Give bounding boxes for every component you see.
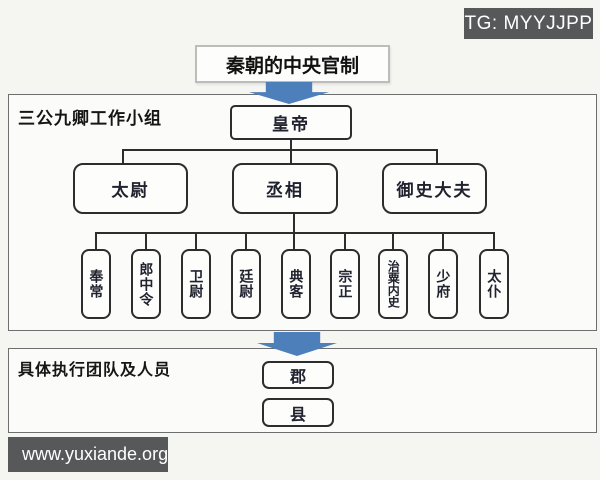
node-fengchang: 奉常	[81, 249, 111, 319]
connector-line	[344, 232, 346, 250]
connector-line	[493, 232, 495, 250]
node-yushidafu: 御史大夫	[382, 163, 487, 214]
connector-line	[245, 232, 247, 250]
node-zhisuneishi: 治粟内史	[378, 249, 408, 319]
node-taipu: 太仆	[479, 249, 509, 319]
connector-line	[392, 232, 394, 250]
node-jun: 郡	[262, 361, 334, 389]
node-taiwei: 太尉	[73, 163, 188, 214]
node-xian: 县	[262, 398, 334, 427]
node-emperor: 皇帝	[230, 105, 352, 140]
connector-line	[122, 149, 438, 151]
connector-line	[95, 232, 97, 250]
node-dianke: 典客	[281, 249, 311, 319]
connector-line	[145, 232, 147, 250]
chart-title: 秦朝的中央官制	[195, 45, 390, 83]
connector-line	[290, 149, 292, 164]
connector-line	[95, 232, 495, 234]
connector-line	[195, 232, 197, 250]
watermark-top-badge: TG: MYYJJPP	[464, 8, 593, 39]
connector-line	[442, 232, 444, 250]
node-langzhongling: 郎中令	[131, 249, 161, 319]
connector-line	[290, 140, 292, 150]
node-shaofu: 少府	[428, 249, 458, 319]
watermark-bottom-badge: www.yuxiande.org	[8, 437, 168, 472]
connector-line	[122, 149, 124, 164]
section-central-label: 三公九卿工作小组	[18, 109, 162, 128]
node-chengxiang: 丞相	[232, 163, 338, 214]
node-weiwei: 卫尉	[181, 249, 211, 319]
node-tingwei: 廷尉	[231, 249, 261, 319]
connector-line	[436, 149, 438, 164]
node-zongzheng: 宗正	[330, 249, 360, 319]
section-local-label: 具体执行团队及人员	[18, 362, 172, 379]
